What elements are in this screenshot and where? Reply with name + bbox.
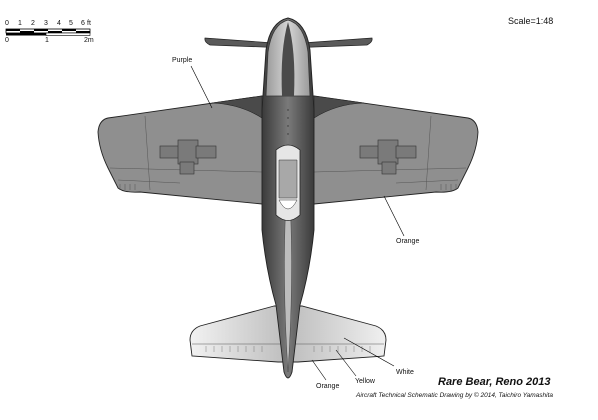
cowling-stripe bbox=[281, 22, 295, 96]
scale-tick-ft-2: 2 bbox=[31, 20, 35, 27]
callout-white: White bbox=[396, 369, 414, 376]
elevator-marks bbox=[205, 346, 371, 352]
scale-tick-ft-1: 1 bbox=[18, 20, 22, 27]
scale-tick-ft-6: 6 bbox=[81, 20, 85, 27]
callout-orange-wing: Orange bbox=[396, 238, 420, 245]
aileron-marks bbox=[119, 184, 457, 190]
scale-tick-ft-0: 0 bbox=[5, 20, 9, 27]
wing-hatches bbox=[159, 139, 417, 175]
fuselage-stripe bbox=[284, 199, 292, 373]
canopy bbox=[275, 144, 301, 221]
scale-bar bbox=[5, 28, 91, 36]
drawing-title: Rare Bear, Reno 2013 bbox=[438, 376, 551, 388]
callout-purple: Purple bbox=[172, 57, 193, 64]
scale-ratio-label: Scale=1:48 bbox=[508, 16, 554, 26]
callout-leaders bbox=[190, 65, 405, 381]
callout-yellow: Yellow bbox=[355, 378, 375, 385]
scale-tick-ft-3: 3 bbox=[44, 20, 48, 27]
scale-tick-m-2: 2m bbox=[84, 37, 94, 44]
panel-rivets bbox=[287, 109, 289, 135]
scale-tick-ft-4: 4 bbox=[57, 20, 61, 27]
scale-tick-m-0: 0 bbox=[5, 37, 9, 44]
drawing-credit: Aircraft Technical Schematic Drawing by … bbox=[356, 392, 553, 399]
scale-tick-m-1: 1 bbox=[45, 37, 49, 44]
callout-orange-tail: Orange bbox=[316, 383, 340, 390]
scale-unit-ft: ft bbox=[87, 20, 91, 27]
scale-tick-ft-5: 5 bbox=[69, 20, 73, 27]
